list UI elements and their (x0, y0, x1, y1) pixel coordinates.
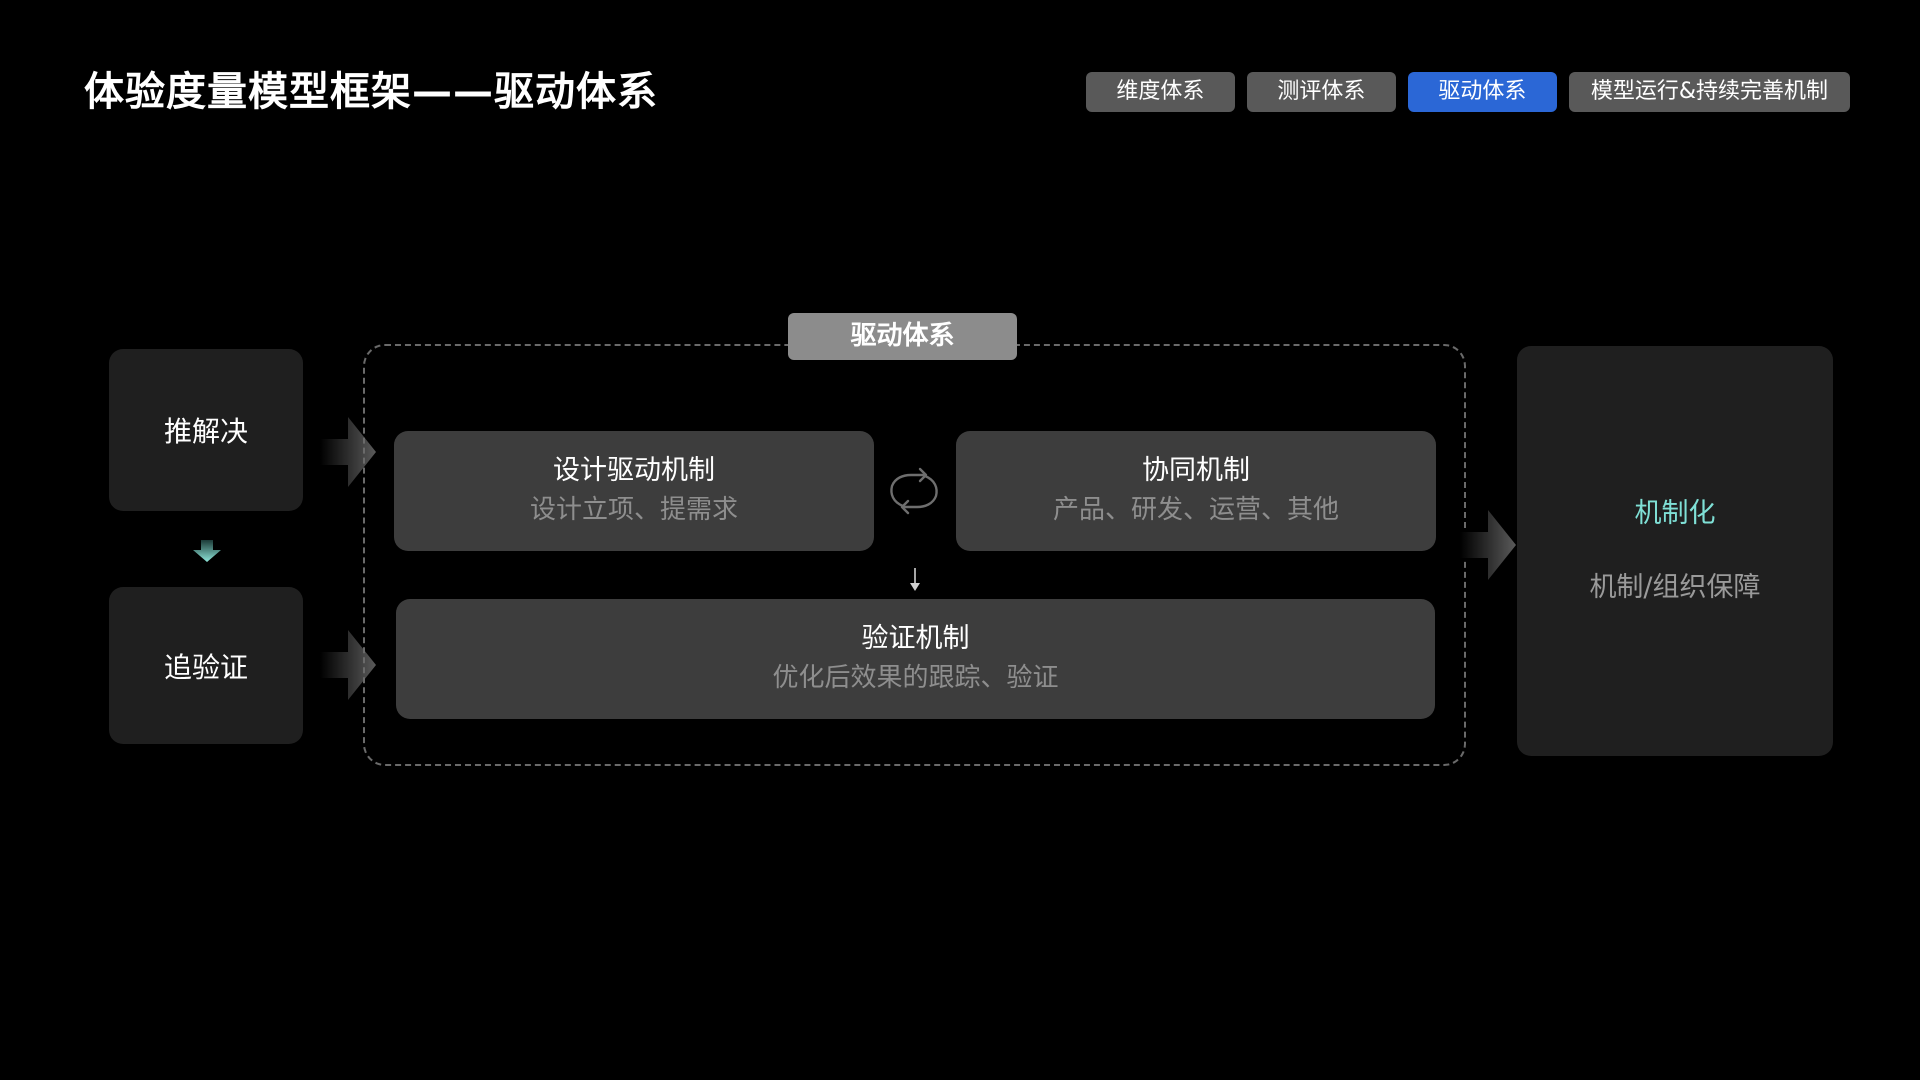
section-nav: 维度体系 测评体系 驱动体系 模型运行&持续完善机制 (1085, 72, 1850, 112)
tab-model-operation[interactable]: 模型运行&持续完善机制 (1568, 72, 1850, 112)
design-mechanism-subtitle: 设计立项、提需求 (529, 495, 738, 525)
down-arrow-icon (193, 540, 221, 562)
mechanization-subtitle: 机制/组织保障 (1589, 572, 1761, 603)
collab-mechanism-subtitle: 产品、研发、运营、其他 (1052, 495, 1339, 525)
right-arrow-icon (320, 417, 376, 487)
driving-system-label: 驱动体系 (788, 313, 1017, 360)
push-resolve-label: 推解决 (163, 415, 248, 448)
verify-mechanism-title: 验证机制 (861, 623, 970, 654)
verify-mechanism-subtitle: 优化后效果的跟踪、验证 (772, 663, 1059, 693)
down-arrow-icon (910, 568, 920, 591)
design-driven-mechanism-box: 设计驱动机制 设计立项、提需求 (394, 431, 874, 551)
tab-evaluation-system[interactable]: 测评体系 (1246, 72, 1396, 112)
collaboration-mechanism-box: 协同机制 产品、研发、运营、其他 (956, 431, 1436, 551)
cycle-icon (890, 467, 938, 515)
collab-mechanism-title: 协同机制 (1142, 455, 1250, 486)
push-resolve-box: 推解决 (109, 349, 303, 511)
page-title: 体验度量模型框架——驱动体系 (84, 69, 658, 115)
right-arrow-icon (320, 630, 376, 700)
verification-mechanism-box: 验证机制 优化后效果的跟踪、验证 (396, 599, 1435, 719)
mechanization-title: 机制化 (1634, 498, 1716, 529)
design-mechanism-title: 设计驱动机制 (553, 455, 715, 486)
tab-dimension-system[interactable]: 维度体系 (1085, 72, 1235, 112)
mechanization-box: 机制化 机制/组织保障 (1517, 346, 1833, 756)
right-arrow-icon (1460, 510, 1516, 580)
track-verify-box: 追验证 (109, 587, 303, 744)
track-verify-label: 追验证 (163, 650, 248, 684)
tab-driving-system[interactable]: 驱动体系 (1407, 72, 1557, 112)
